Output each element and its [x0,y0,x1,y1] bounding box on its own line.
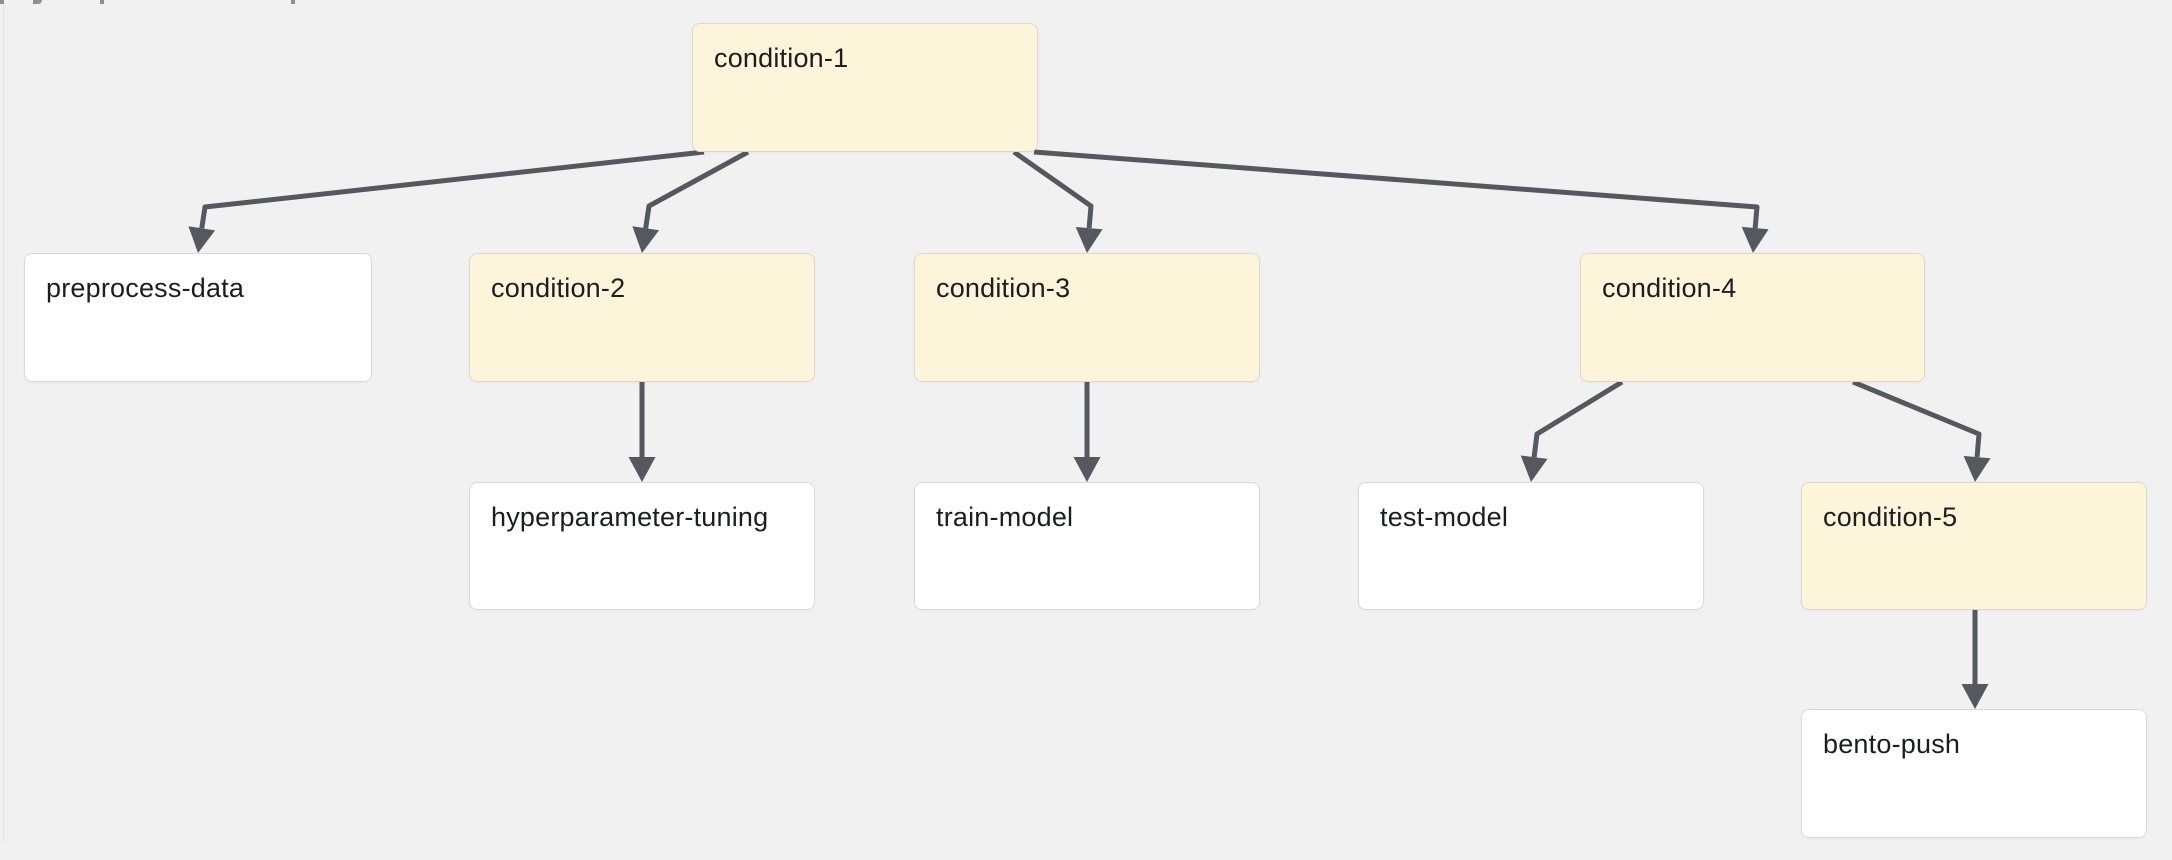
node-bento-push[interactable]: bento-push [1801,709,2147,838]
node-condition-4[interactable]: condition-4 [1580,253,1925,382]
node-condition-3[interactable]: condition-3 [914,253,1260,382]
edge-arrowhead-icon [1741,226,1769,253]
edge-arrowhead-icon [632,226,660,253]
node-test-model[interactable]: test-model [1358,482,1704,610]
clipped-header-text-fragment [0,0,4,4]
node-label: bento-push [1823,729,1961,759]
edge-arrowhead-icon [1073,457,1101,482]
node-label: condition-3 [936,273,1071,303]
edge-arrowhead-icon [1075,226,1103,253]
node-condition-2[interactable]: condition-2 [469,253,815,382]
edge-line-condition-4-to-condition-5 [1852,379,1982,458]
node-label: condition-1 [714,43,849,73]
clipped-header-text-fragment [100,0,104,4]
node-label: test-model [1380,502,1509,532]
edge-line-condition-1-to-condition-3 [1012,149,1094,229]
node-condition-1[interactable]: condition-1 [692,23,1038,152]
node-hyperparameter-tuning[interactable]: hyperparameter-tuning [469,482,815,610]
edge-line-condition-1-to-condition-4 [1033,149,1760,229]
edge-line-condition-4-to-test-model [1531,379,1624,458]
node-label: condition-5 [1823,502,1958,532]
panel-left-border [3,0,4,842]
edge-arrowhead-icon [1961,684,1989,709]
clipped-header-text-fragment [33,0,42,4]
node-train-model[interactable]: train-model [914,482,1260,610]
edge-line-condition-1-to-preprocess-data [199,149,705,229]
node-label: preprocess-data [46,273,245,303]
node-label: condition-2 [491,273,626,303]
clipped-header-text-fragment [291,0,295,4]
node-label: hyperparameter-tuning [491,502,769,532]
edge-arrowhead-icon [188,226,216,253]
node-label: condition-4 [1602,273,1737,303]
node-label: train-model [936,502,1074,532]
edge-arrowhead-icon [628,457,656,482]
node-preprocess-data[interactable]: preprocess-data [24,253,372,382]
edge-line-condition-1-to-condition-2 [643,149,750,229]
node-condition-5[interactable]: condition-5 [1801,482,2147,610]
edge-arrowhead-icon [1520,455,1548,482]
edge-arrowhead-icon [1963,455,1991,482]
